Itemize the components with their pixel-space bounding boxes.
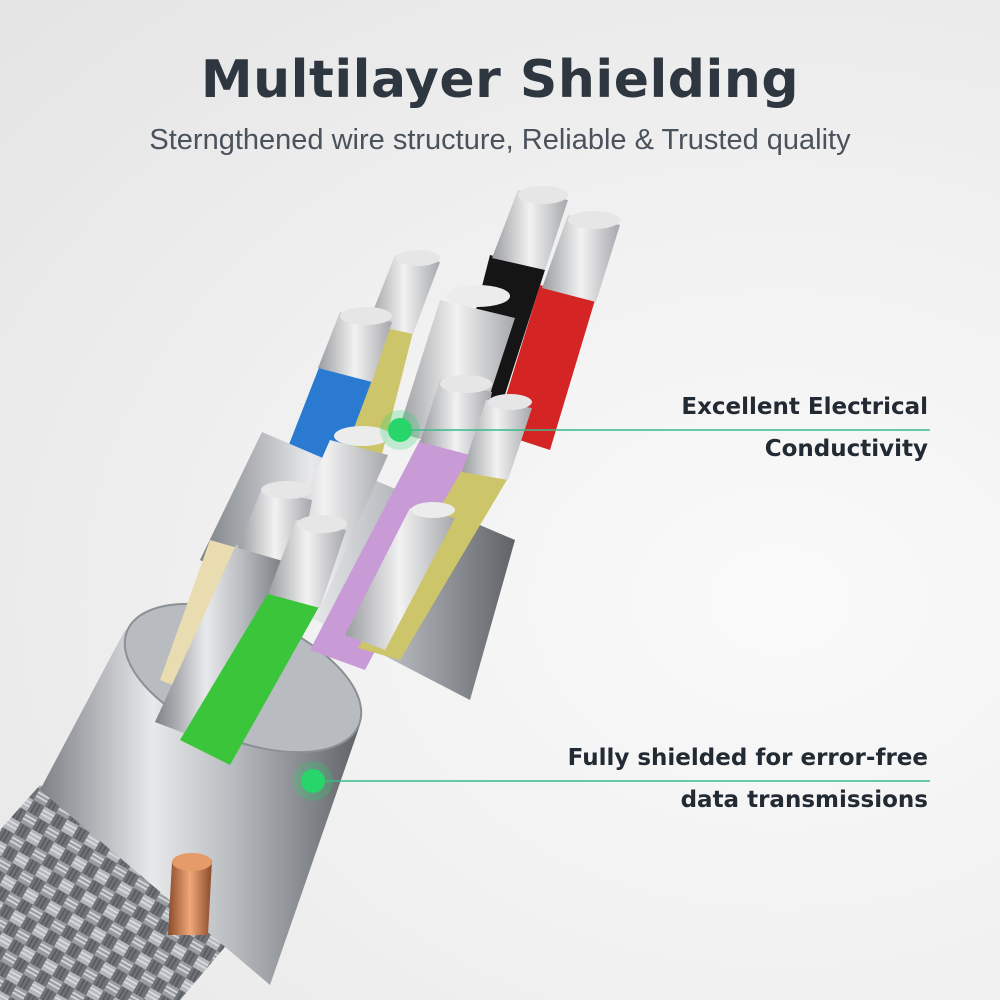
callout-shielding-line2: data transmissions [680, 787, 928, 813]
wire-blue [272, 307, 392, 505]
callout-shielding: Fully shielded for error-free data trans… [568, 737, 928, 821]
indicator-dot-conductivity [380, 410, 420, 450]
page-subtitle: Sterngthened wire structure, Reliable & … [149, 124, 851, 156]
callout-conductivity-line1: Excellent Electrical [681, 394, 928, 420]
callout-conductivity: Excellent Electrical Conductivity [681, 386, 928, 470]
copper-drain-wire [168, 853, 212, 935]
indicator-dot-shield [293, 761, 333, 801]
wire-green [180, 515, 347, 765]
wire-white-right [345, 502, 455, 650]
braided-jacket [0, 785, 235, 1000]
callout-conductivity-line2: Conductivity [764, 436, 928, 462]
callout-shielding-line1: Fully shielded for error-free [567, 745, 928, 771]
page-title: Multilayer Shielding [200, 50, 800, 110]
